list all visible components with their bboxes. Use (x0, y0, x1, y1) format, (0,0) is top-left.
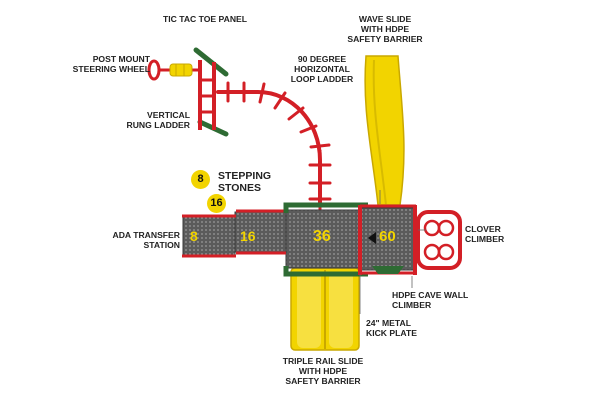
label-line: SAFETY BARRIER (285, 376, 361, 386)
label-line: ADA TRANSFER (112, 230, 180, 240)
deck-number-16: 16 (240, 228, 256, 244)
deck-number-36: 36 (313, 228, 331, 245)
clover-climber (416, 210, 462, 270)
deck-platforms (182, 202, 417, 277)
label-line: TRIPLE RAIL SLIDE (282, 356, 364, 366)
label-line: 90 DEGREE (297, 54, 347, 64)
label-line: RUNG LADDER (126, 120, 191, 130)
label-loop-ladder: 90 DEGREE HORIZONTAL LOOP LADDER (272, 54, 372, 84)
label-kick-plate: 24" METAL KICK PLATE (366, 318, 446, 338)
leader-lines (359, 190, 426, 314)
label-line: CLIMBER (465, 234, 505, 244)
deck-number-8: 8 (190, 228, 198, 244)
label-line: VERTICAL (147, 110, 190, 120)
label-line: WAVE SLIDE (358, 14, 412, 24)
label-line: POST MOUNT (92, 54, 150, 64)
label-cave-wall: HDPE CAVE WALL CLIMBER (392, 290, 492, 310)
label-wave-slide: WAVE SLIDE WITH HDPE SAFETY BARRIER (340, 14, 430, 44)
label-line: HDPE CAVE WALL (392, 290, 469, 300)
label-line: WITH HDPE (360, 24, 410, 34)
deck-number-text: 8 (190, 228, 198, 244)
label-line: STEPPING (218, 170, 272, 182)
label-line: 24" METAL (366, 318, 411, 328)
badge-8: 8 (191, 170, 210, 189)
label-line: HORIZONTAL (294, 64, 350, 74)
label-ada-station: ADA TRANSFER STATION (80, 230, 180, 250)
label-line: WITH HDPE (298, 366, 348, 376)
badge-16: 16 (207, 194, 226, 213)
label-tic-tac-toe-panel: TIC TAC TOE PANEL (150, 14, 260, 24)
label-clover-climber: CLOVER CLIMBER (465, 224, 525, 244)
label-stepping-stones: STEPPING STONES (218, 170, 298, 194)
label-vertical-ladder: VERTICAL RUNG LADDER (90, 110, 191, 130)
label-steering-wheel: POST MOUNT STEERING WHEEL (30, 54, 150, 74)
label-line: TIC TAC TOE PANEL (162, 14, 248, 24)
label-line: LOOP LADDER (290, 74, 354, 84)
label-line: STATION (143, 240, 180, 250)
label-line: CLOVER (465, 224, 501, 234)
label-line: CLIMBER (392, 300, 432, 310)
tower-climber-assembly (147, 47, 229, 137)
triple-rail-slide (290, 267, 360, 351)
loop-ladder (216, 81, 332, 207)
label-line: SAFETY BARRIER (347, 34, 423, 44)
label-line: STONES (218, 182, 261, 194)
deck-number-text: 36 (313, 228, 331, 245)
label-triple-slide: TRIPLE RAIL SLIDE WITH HDPE SAFETY BARRI… (268, 356, 378, 386)
label-line: STEERING WHEEL (72, 64, 150, 74)
deck-number-text: 16 (240, 228, 256, 244)
label-line: KICK PLATE (366, 328, 417, 338)
cave-wall-climber (368, 232, 404, 274)
deck-number-60: 60 (379, 228, 396, 245)
deck-number-text: 60 (379, 228, 396, 245)
